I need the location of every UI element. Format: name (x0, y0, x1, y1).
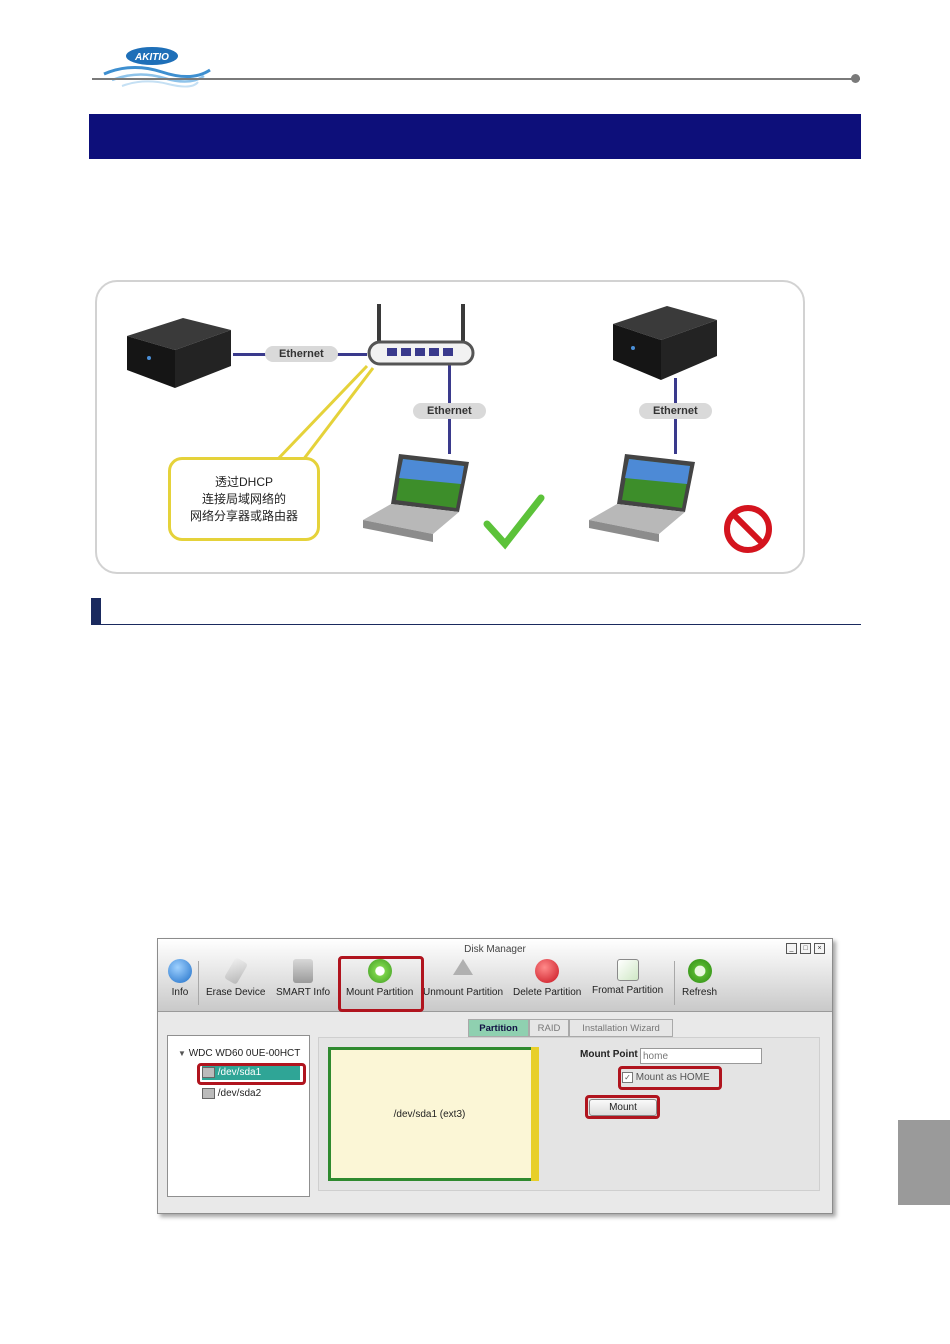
mount-point-input[interactable] (640, 1048, 762, 1064)
toolbar-label: Unmount Partition (423, 987, 504, 998)
tab-installation-wizard[interactable]: Installation Wizard (569, 1019, 673, 1037)
refresh-icon (687, 959, 712, 983)
toolbar-refresh-button[interactable]: Refresh (682, 959, 717, 998)
ethernet-label: Ethernet (639, 403, 712, 419)
tree-device-node[interactable]: ▼ WDC WD60 0UE-00HCT (178, 1048, 300, 1059)
toolbar-area (158, 939, 832, 1012)
partition-map[interactable] (328, 1047, 538, 1181)
eject-icon (453, 959, 474, 975)
info-icon (168, 959, 192, 983)
router-icon (367, 304, 475, 366)
expand-arrow-icon: ▼ (178, 1049, 186, 1058)
laptop-icon (363, 454, 469, 542)
partition-free-space (531, 1047, 539, 1181)
toolbar-smart-info-button[interactable]: SMART Info (276, 959, 330, 998)
tab-raid[interactable]: RAID (529, 1019, 569, 1037)
mount-as-home-label: Mount as HOME (635, 1072, 710, 1084)
toolbar-format-partition-button[interactable]: Fromat Partition (592, 959, 663, 996)
mount-icon (367, 959, 392, 983)
toolbar-label: Mount Partition (346, 987, 414, 998)
toolbar-label: Fromat Partition (592, 985, 664, 996)
tree-partition-label: /dev/sda2 (217, 1088, 262, 1099)
toolbar-label: Info (171, 987, 189, 998)
highlight-mount-button (585, 1095, 660, 1119)
tree-device-label: WDC WD60 0UE-00HCT (188, 1048, 301, 1059)
mount-as-home-checkbox[interactable]: ✓ (622, 1072, 633, 1083)
tree-partition-sda2[interactable]: /dev/sda2 (202, 1087, 300, 1101)
partition-map-label: /dev/sda1 (ext3) (393, 1109, 466, 1120)
callout-pointer (275, 364, 375, 462)
title-bar (89, 114, 861, 159)
prohibited-icon (724, 505, 772, 553)
partition-icon (202, 1087, 215, 1099)
toolbar-info-button[interactable]: Info (168, 959, 192, 998)
highlight-sda1 (197, 1063, 306, 1085)
section-rule (91, 624, 861, 625)
toolbar-erase-device-button[interactable]: Erase Device (206, 957, 266, 998)
device-tree: ▼ WDC WD60 0UE-00HCT /dev/sda1 /dev/sda2 (167, 1035, 310, 1197)
toolbar-unmount-partition-button[interactable]: Unmount Partition (423, 959, 503, 998)
akitio-logo: AKITIO (92, 36, 212, 96)
dhcp-callout: 透过DHCP 连接局域网络的 网络分享器或路由器 (168, 457, 320, 541)
toolbar-label: Refresh (682, 987, 718, 998)
callout-line: 透过DHCP (214, 475, 273, 489)
toolbar-delete-partition-button[interactable]: Delete Partition (513, 959, 581, 998)
laptop-icon (589, 454, 695, 542)
highlight-mount-as-home (618, 1066, 722, 1090)
close-icon[interactable]: × (814, 943, 825, 954)
header-rule (92, 78, 860, 80)
delete-icon (535, 959, 560, 983)
toolbar-separator (674, 961, 675, 1005)
callout-line: 网络分享器或路由器 (189, 509, 298, 523)
tree-partition-sda1[interactable]: /dev/sda1 (202, 1066, 300, 1080)
highlight-mount-partition (338, 956, 424, 1012)
header-rule-dot (851, 74, 860, 83)
disk-manager-window: Disk Manager _ □ × Info Erase Device SMA… (157, 938, 833, 1214)
format-icon (616, 959, 639, 981)
toolbar-label: Erase Device (206, 987, 266, 998)
mount-button[interactable]: Mount (589, 1099, 657, 1116)
ethernet-label: Ethernet (265, 346, 338, 362)
maximize-icon[interactable]: □ (800, 943, 811, 954)
nas-device-right-icon (613, 306, 717, 380)
minimize-icon[interactable]: _ (786, 943, 797, 954)
partition-icon (202, 1066, 215, 1078)
window-title: Disk Manager (464, 944, 526, 955)
toolbar-mount-partition-button[interactable]: Mount Partition (346, 959, 413, 998)
mount-point-label: Mount Point (580, 1049, 638, 1060)
tab-partition[interactable]: Partition (468, 1019, 529, 1037)
ethernet-label: Ethernet (413, 403, 486, 419)
logo-text: AKITIO (134, 52, 169, 63)
section-marker (91, 598, 101, 625)
nas-device-left-icon (127, 318, 231, 388)
eraser-icon (223, 957, 248, 985)
toolbar-separator (198, 961, 199, 1005)
page-side-tab (898, 1120, 950, 1205)
disk-info-icon (293, 959, 314, 983)
toolbar-label: Delete Partition (513, 987, 582, 998)
check-mark-icon (483, 494, 545, 550)
toolbar-label: SMART Info (276, 987, 331, 998)
tree-partition-label: /dev/sda1 (217, 1067, 262, 1078)
mount-as-home-option[interactable]: ✓ Mount as HOME (622, 1072, 710, 1083)
callout-line: 连接局域网络的 (201, 492, 286, 506)
